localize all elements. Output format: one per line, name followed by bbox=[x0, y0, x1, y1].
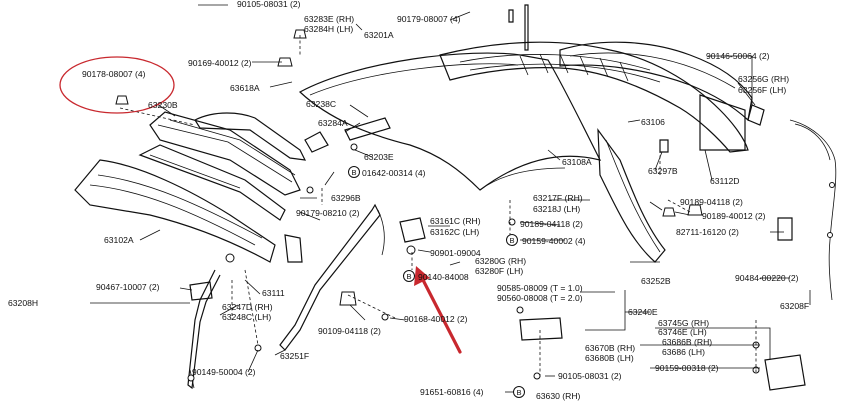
label-90189-04118-right: 90189-04118 (2) bbox=[680, 197, 743, 207]
callout-b-marker: B bbox=[513, 386, 525, 398]
leader-lines bbox=[90, 4, 811, 393]
pillar-63252b bbox=[597, 128, 666, 263]
label-63296b: 63296B bbox=[331, 193, 361, 203]
rear-rail-63111 bbox=[194, 112, 307, 161]
label-63630: 63630 (RH) bbox=[536, 391, 581, 401]
label-90484-00220: 90484-00220 (2) bbox=[735, 273, 799, 283]
callout-b-marker: B bbox=[348, 166, 360, 178]
highlight-arrow bbox=[420, 276, 462, 354]
callout-b-marker: B bbox=[506, 234, 518, 246]
label-63686: 63686 (LH) bbox=[662, 347, 705, 357]
label-91651-60816: 91651-60816 (4) bbox=[420, 387, 484, 397]
label-63297b: 63297B bbox=[648, 166, 678, 176]
label-63256f: 63256F (LH) bbox=[738, 85, 786, 95]
highlight-arrowhead bbox=[414, 266, 430, 286]
annotation-layer bbox=[59, 56, 462, 354]
roof-panel-63201a bbox=[298, 52, 602, 191]
label-63248c: 63248C (LH) bbox=[222, 312, 271, 322]
svg-text:B: B bbox=[509, 236, 514, 245]
label-63256g: 63256G (RH) bbox=[738, 74, 789, 84]
label-63208f: 63208F bbox=[780, 301, 809, 311]
label-63252b: 63252B bbox=[641, 276, 671, 286]
label-63745g: 63745G (RH) bbox=[658, 318, 709, 328]
label-63218j: 63218J (LH) bbox=[533, 204, 580, 214]
label-90189-40012-right: 90189-40012 (2) bbox=[702, 211, 766, 221]
cable-63208f bbox=[789, 119, 837, 301]
label-63162c: 63162C (LH) bbox=[430, 227, 479, 237]
label-63208h: 63208H bbox=[8, 298, 38, 308]
label-63618a: 63618A bbox=[230, 83, 260, 93]
label-63283e: 63283E (RH) bbox=[304, 14, 354, 24]
label-63112d: 63112D bbox=[710, 176, 739, 186]
label-63106: 63106 bbox=[641, 117, 665, 127]
label-63203e: 63203E bbox=[364, 152, 394, 162]
rod-63208h bbox=[187, 269, 221, 390]
strut-63251f bbox=[279, 203, 385, 351]
label-90168-40012: 90168-40012 (2) bbox=[404, 314, 468, 324]
label-63280g: 63280G (RH) bbox=[475, 256, 526, 266]
label-63670b: 63670B (RH) bbox=[585, 343, 635, 353]
svg-text:B: B bbox=[406, 272, 411, 281]
front-frame-63102a bbox=[74, 144, 286, 263]
label-90149-50004: 90149-50004 (2) bbox=[192, 367, 256, 377]
label-90105-08031-bottom: 90105-08031 (2) bbox=[558, 371, 622, 381]
label-63284a: 63284A bbox=[318, 118, 348, 128]
label-01642-00314: 01642-00314 (4) bbox=[362, 168, 426, 178]
label-90901-09004: 90901-09004 bbox=[430, 248, 481, 258]
label-90178-08007-circled: 90178-08007 (4) bbox=[82, 69, 146, 79]
callout-markers: B B B B bbox=[348, 166, 525, 398]
svg-text:B: B bbox=[351, 168, 356, 177]
label-90146-50064: 90146-50064 (2) bbox=[706, 51, 770, 61]
label-63680b: 63680B (LH) bbox=[585, 353, 634, 363]
label-63686b: 63686B (RH) bbox=[662, 337, 712, 347]
svg-text:B: B bbox=[516, 388, 521, 397]
label-90159-00318: 90159-00318 (2) bbox=[655, 363, 719, 373]
label-63108a: 63108A bbox=[562, 157, 592, 167]
label-63161c: 63161C (RH) bbox=[430, 216, 481, 226]
label-63217f: 63217F (RH) bbox=[533, 193, 583, 203]
label-90189-04118-mid: 90189-04118 (2) bbox=[520, 219, 583, 229]
label-90169-40012-top: 90169-40012 (2) bbox=[188, 58, 252, 68]
label-63251f: 63251F bbox=[280, 351, 309, 361]
callout-b-marker: B bbox=[403, 270, 415, 282]
label-90179-08007-top: 90179-08007 (4) bbox=[397, 14, 461, 24]
label-63238c: 63238C bbox=[306, 99, 336, 109]
side-rail-63106 bbox=[439, 41, 749, 153]
label-63102a: 63102A bbox=[104, 235, 134, 245]
label-63201a: 63201A bbox=[364, 30, 394, 40]
label-63247d: 63247D (RH) bbox=[222, 302, 273, 312]
label-63746e: 63746E (LH) bbox=[658, 327, 707, 337]
label-90467-10007: 90467-10007 (2) bbox=[96, 282, 160, 292]
label-90560-08008: 90560-08008 (T = 2.0) bbox=[497, 293, 583, 303]
front-header-63230b bbox=[149, 111, 301, 196]
label-63240e: 63240E bbox=[628, 307, 658, 317]
label-90159-40002: 90159-40002 (4) bbox=[522, 236, 586, 246]
label-63284h: 63284H (LH) bbox=[304, 24, 353, 34]
label-90585-08009: 90585-08009 (T = 1.0) bbox=[497, 283, 583, 293]
highlight-ellipse bbox=[59, 56, 175, 114]
label-90109-04118: 90109-04118 (2) bbox=[318, 326, 381, 336]
label-90140-84008: 90140-84008 bbox=[418, 272, 469, 282]
label-90179-08210: 90179-08210 (2) bbox=[296, 208, 360, 218]
label-90105-08031-top: 90105-08031 (2) bbox=[237, 0, 301, 9]
label-63230b: 63230B bbox=[148, 100, 178, 110]
label-82711-16120: 82711-16120 (2) bbox=[676, 227, 739, 237]
label-63111: 63111 bbox=[262, 288, 285, 298]
part-labels: 90105-08031 (2) 63283E (RH) 63284H (LH) … bbox=[8, 0, 809, 401]
label-63280f: 63280F (LH) bbox=[475, 266, 523, 276]
